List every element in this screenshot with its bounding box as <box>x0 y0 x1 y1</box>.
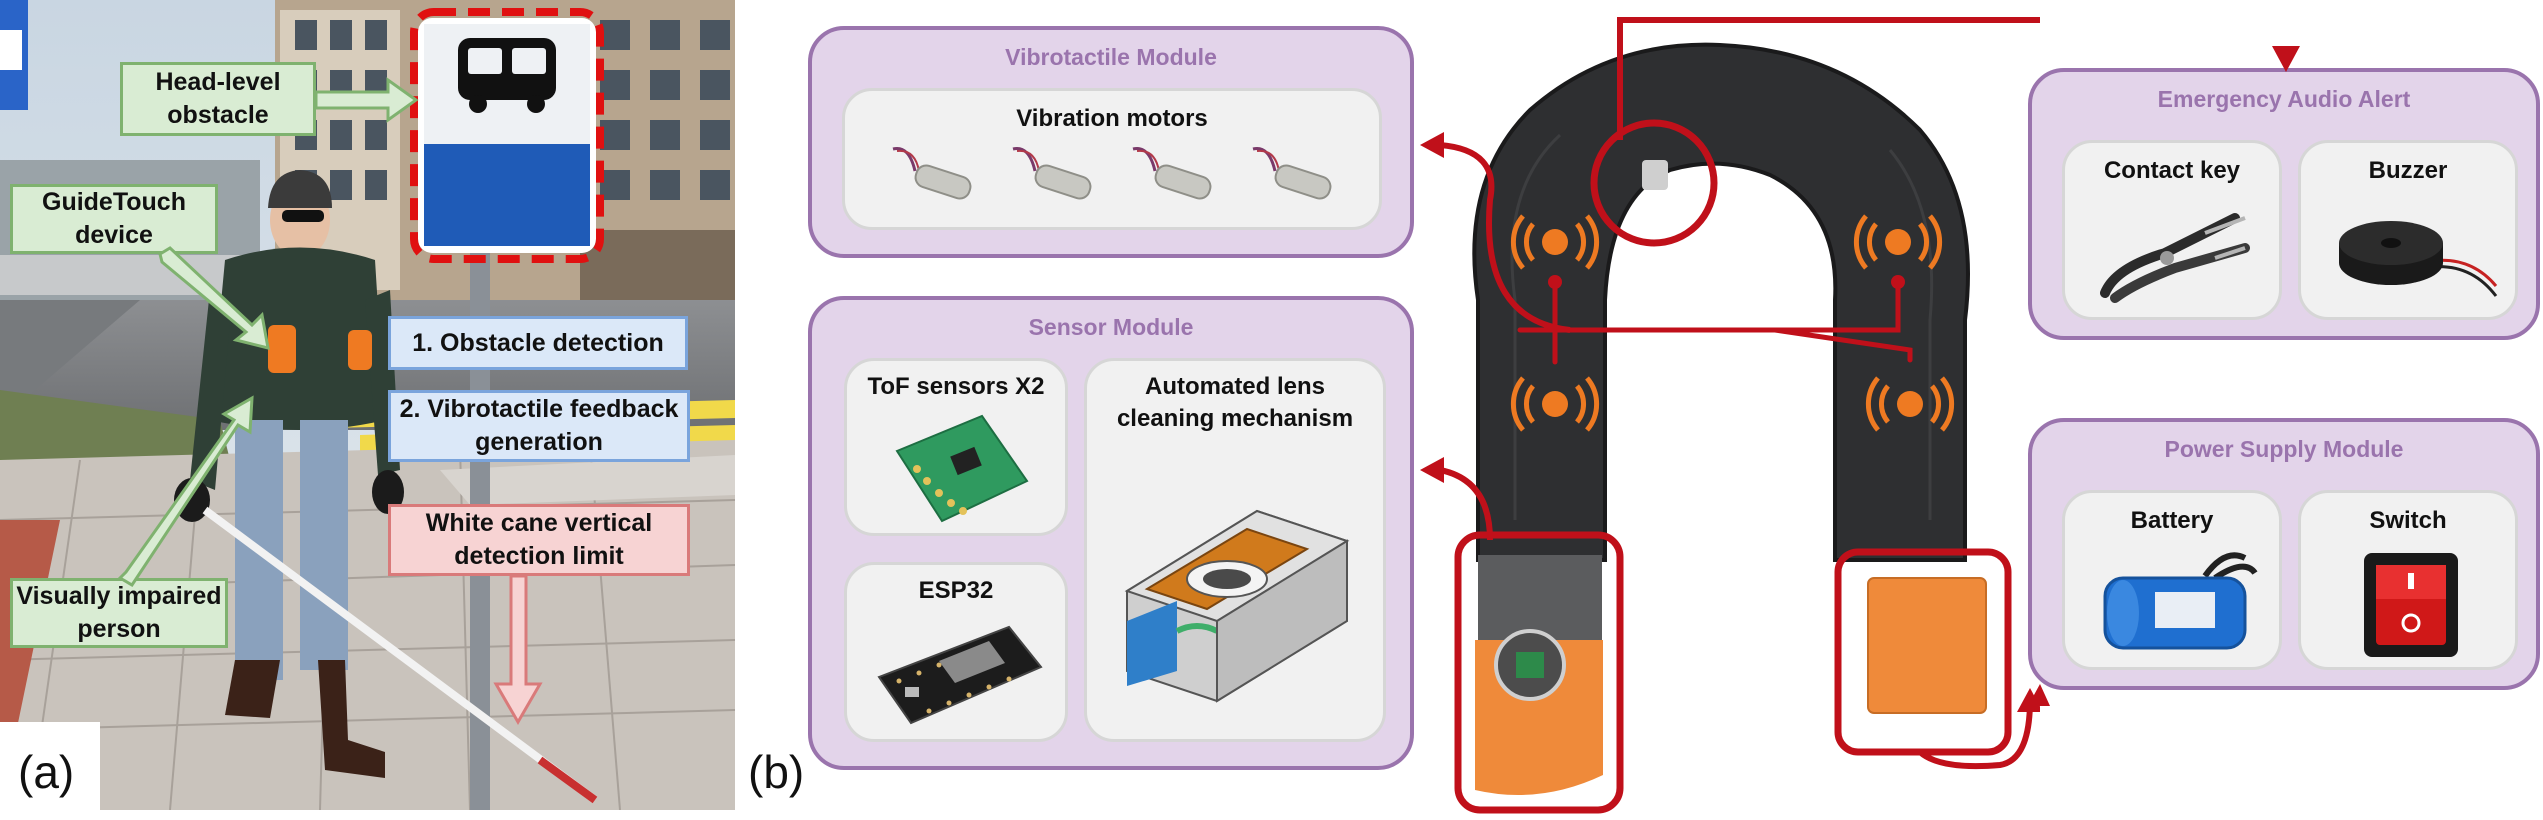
street-scene-illustration <box>0 0 735 810</box>
emergency-audio-title: Emergency Audio Alert <box>2157 86 2411 112</box>
buzzer-icon <box>2339 221 2498 297</box>
contact-key-title: Contact key <box>2103 157 2241 184</box>
photo-arrows <box>117 77 543 725</box>
battery-card: Battery <box>2062 490 2282 670</box>
lens-mechanism-illustration <box>1124 509 1350 703</box>
connection-arrows <box>1439 17 2040 770</box>
panel-b-label: (b) <box>748 746 805 798</box>
visually-impaired-person-label: Visually impaired person <box>10 578 228 648</box>
emergency-audio-module: Emergency Audio Alert Contact key Buzzer <box>2028 68 2540 340</box>
buzzer-title: Buzzer <box>2368 157 2448 184</box>
vibration-indicator-icon <box>1865 376 1955 432</box>
panel-a-label: (a) <box>18 746 75 798</box>
esp32-title: ESP32 <box>918 577 994 604</box>
lens-cleaning-card: Automated lens cleaning mechanism <box>1084 358 1386 742</box>
vibration-indicator-icon <box>1510 214 1600 270</box>
switch-icon <box>2364 553 2458 657</box>
arrow-cane-limit <box>493 574 543 725</box>
buzzer-card: Buzzer <box>2298 140 2518 320</box>
vibrotactile-module-title: Vibrotactile Module <box>1005 44 1217 70</box>
vibration-indicator-icon <box>1510 376 1600 432</box>
device-body <box>1472 42 1970 562</box>
sensor-module: Sensor Module ToF sensors X2 ESP32 Autom… <box>808 296 1414 770</box>
obstacle-detection-label: 1. Obstacle detection <box>388 316 688 370</box>
lens-cleaning-title: Automated lens cleaning mechanism <box>1116 373 1354 432</box>
arrow-guidetouch <box>158 246 270 351</box>
motor-icon <box>1132 146 1212 200</box>
power-supply-module: Power Supply Module Battery Switch <box>2028 418 2540 690</box>
tof-sensor-icon <box>895 414 1029 523</box>
guidetouch-device-label: GuideTouch device <box>10 184 218 254</box>
head-level-obstacle-label: Head-level obstacle <box>120 62 316 136</box>
street-photo <box>0 0 735 810</box>
motor-icon <box>1252 146 1332 200</box>
guidetouch-device-illustration <box>1420 17 2040 814</box>
contact-key-card: Contact key <box>2062 140 2282 320</box>
motor-icon <box>1012 146 1092 200</box>
vibrotactile-module: Vibrotactile Module Vibration motors <box>808 26 1414 258</box>
switch-title: Switch <box>2369 507 2447 534</box>
battery-title: Battery <box>2130 507 2214 534</box>
cane-detection-limit-label: White cane vertical detection limit <box>388 504 690 576</box>
vibration-motors-title: Vibration motors <box>1016 105 1208 132</box>
power-supply-title: Power Supply Module <box>2164 436 2404 462</box>
arrow-to-emergency <box>2272 46 2300 72</box>
contact-key-highlight <box>1590 119 1718 247</box>
vibration-motors-card: Vibration motors <box>842 88 1382 230</box>
person-figure <box>174 170 598 804</box>
sensor-module-title: Sensor Module <box>1028 314 1194 340</box>
vibration-motors-illustration <box>892 146 1332 200</box>
switch-card: Switch <box>2298 490 2518 670</box>
vibration-indicator-icon <box>1853 214 1943 270</box>
contact-key-icon <box>2100 213 2250 303</box>
sensor-module-highlight <box>1454 531 1624 814</box>
motor-icon <box>892 146 972 200</box>
esp32-board-icon <box>877 625 1043 725</box>
arrow-impaired-person <box>117 395 254 588</box>
tof-sensors-title: ToF sensors X2 <box>867 373 1045 400</box>
battery-icon <box>2103 552 2258 650</box>
arrow-head-level <box>314 77 419 123</box>
vibrotactile-feedback-label: 2. Vibrotactile feedback generation <box>388 390 690 462</box>
esp32-card: ESP32 <box>844 562 1068 742</box>
arrow-to-power <box>2028 684 2050 706</box>
tof-sensors-card: ToF sensors X2 <box>844 358 1068 536</box>
